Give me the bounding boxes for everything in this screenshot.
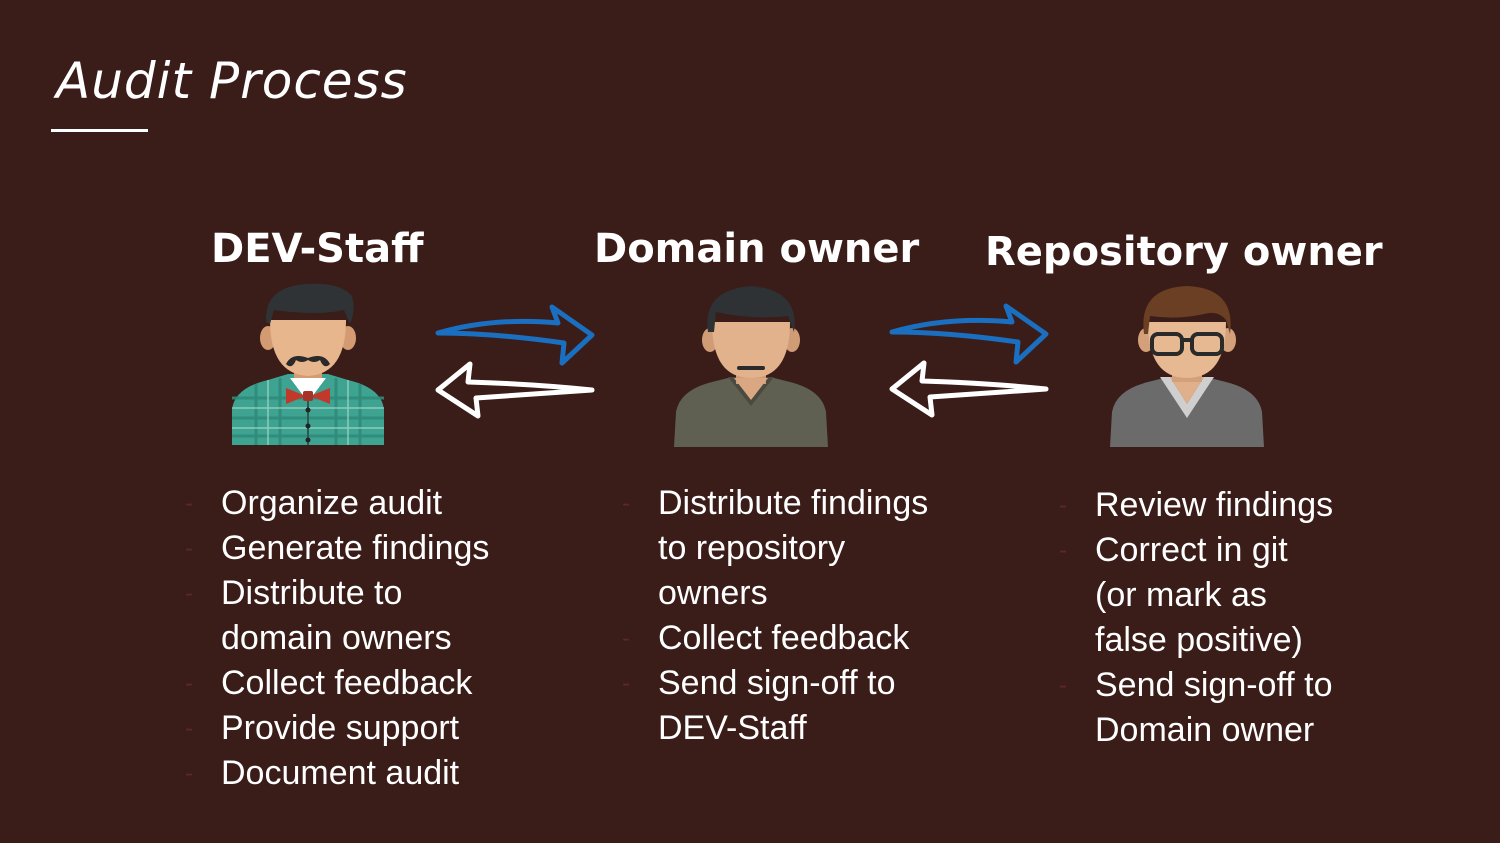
- task-line: domain owners: [221, 619, 452, 657]
- task-item: Provide support: [185, 706, 565, 751]
- task-line: false positive): [1095, 621, 1303, 659]
- task-item: Distribute to domain owners: [185, 571, 565, 661]
- task-line: Collect feedback: [658, 619, 910, 657]
- slide-title: Audit Process: [56, 52, 408, 110]
- task-line: Generate findings: [221, 529, 490, 567]
- task-item: Review findings: [1059, 483, 1459, 528]
- dev-staff-task-list: Organize auditGenerate findingsDistribut…: [185, 481, 565, 796]
- task-line: Review findings: [1095, 486, 1334, 524]
- left-arrow-icon: [435, 361, 595, 419]
- task-line: to repository: [658, 529, 846, 567]
- man-avatar-icon: [674, 286, 828, 447]
- task-item: Collect feedback: [185, 661, 565, 706]
- task-line: Correct in git: [1095, 531, 1288, 569]
- task-line: Distribute to: [221, 574, 403, 612]
- task-item: Document audit: [185, 751, 565, 796]
- task-item: Send sign-off to DEV-Staff: [622, 661, 1002, 751]
- role-label-repository-owner: Repository owner: [985, 229, 1383, 275]
- hipster-man-avatar-icon: [232, 283, 384, 445]
- left-arrow-icon: [889, 360, 1049, 418]
- task-item: Correct in git (or mark as false positive): [1059, 528, 1459, 663]
- task-item: Generate findings: [185, 526, 565, 571]
- role-label-domain-owner: Domain owner: [594, 226, 920, 272]
- man-with-glasses-avatar-icon: [1110, 286, 1264, 447]
- repository-owner-task-list: Review findingsCorrect in git (or mark as…: [1059, 483, 1459, 753]
- title-underline: [51, 129, 148, 132]
- task-line: Collect feedback: [221, 664, 473, 702]
- right-arrow-icon: [435, 304, 595, 366]
- right-arrow-icon: [889, 303, 1049, 365]
- task-line: Domain owner: [1095, 711, 1315, 749]
- task-item: Organize audit: [185, 481, 565, 526]
- task-item: Send sign-off to Domain owner: [1059, 663, 1459, 753]
- task-line: (or mark as: [1095, 576, 1267, 614]
- task-line: owners: [658, 574, 768, 612]
- domain-owner-task-list: Distribute findings to repository ownersCo…: [622, 481, 1002, 751]
- task-item: Distribute findings to repository owners: [622, 481, 1002, 616]
- task-line: Provide support: [221, 709, 460, 747]
- task-line: Send sign-off to: [658, 664, 896, 702]
- task-line: DEV-Staff: [658, 709, 807, 747]
- task-item: Collect feedback: [622, 616, 1002, 661]
- task-line: Document audit: [221, 754, 460, 792]
- task-line: Distribute findings: [658, 484, 929, 522]
- role-label-dev-staff: DEV-Staff: [211, 226, 424, 272]
- task-line: Organize audit: [221, 484, 443, 522]
- task-line: Send sign-off to: [1095, 666, 1333, 704]
